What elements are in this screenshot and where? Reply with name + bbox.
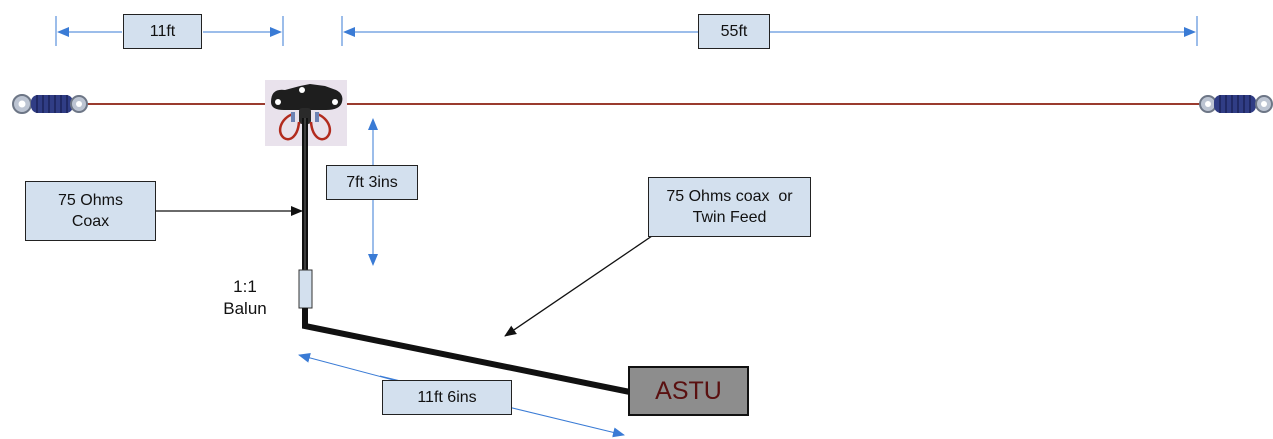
top-left-span-label: 11ft <box>123 14 202 49</box>
balun-label-line-1: 1:1 <box>233 277 257 296</box>
balun-label-line-2: Balun <box>223 299 267 318</box>
feed-options-line-1: 75 Ohms coax or <box>666 188 793 205</box>
right-insulator <box>1199 95 1273 113</box>
dimension-top-right <box>341 16 1198 46</box>
feed-callout-arrow <box>504 235 653 337</box>
coax-label-line-1: 75 Ohms <box>58 192 123 209</box>
balun <box>298 269 313 309</box>
feed-options-line-2: Twin Feed <box>692 209 767 226</box>
drop-length-label: 7ft 3ins <box>326 165 418 200</box>
feeder-line <box>302 308 631 395</box>
balun-label: 1:1 Balun <box>210 276 280 320</box>
coax-label-line-2: Coax <box>71 213 110 230</box>
tuner-box: ASTU <box>628 366 749 416</box>
coax-label: 75 Ohms Coax <box>25 181 156 241</box>
dimension-top-left <box>55 16 284 46</box>
left-insulator <box>12 94 88 114</box>
feed-options-label: 75 Ohms coax or Twin Feed <box>648 177 811 237</box>
feeder-length-label: 11ft 6ins <box>382 380 512 415</box>
top-right-span-label: 55ft <box>698 14 770 49</box>
